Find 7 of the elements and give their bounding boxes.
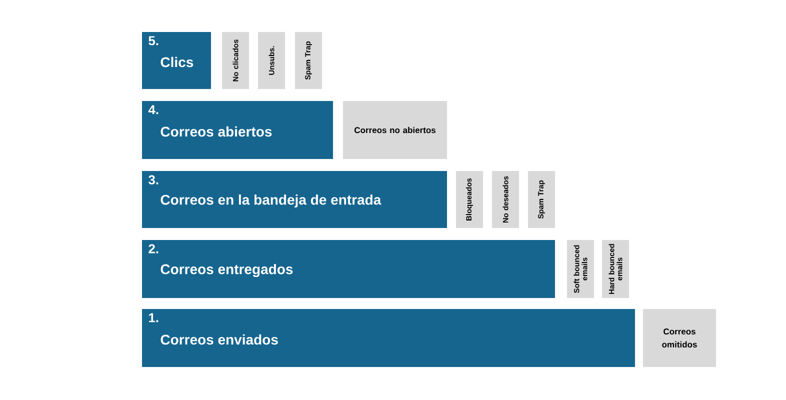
stage-box: 5. Clics bbox=[142, 32, 211, 89]
stage-box: 4. Correos abiertos bbox=[142, 101, 333, 159]
category-box: Correos no abiertos bbox=[343, 101, 447, 159]
stage-box: 2. Correos entregados bbox=[142, 240, 555, 298]
category-box: Correos omitidos bbox=[643, 309, 716, 367]
stage-box: 1. Correos enviados bbox=[142, 309, 635, 367]
stage-box: 3. Correos en la bandeja de entrada bbox=[142, 171, 447, 228]
